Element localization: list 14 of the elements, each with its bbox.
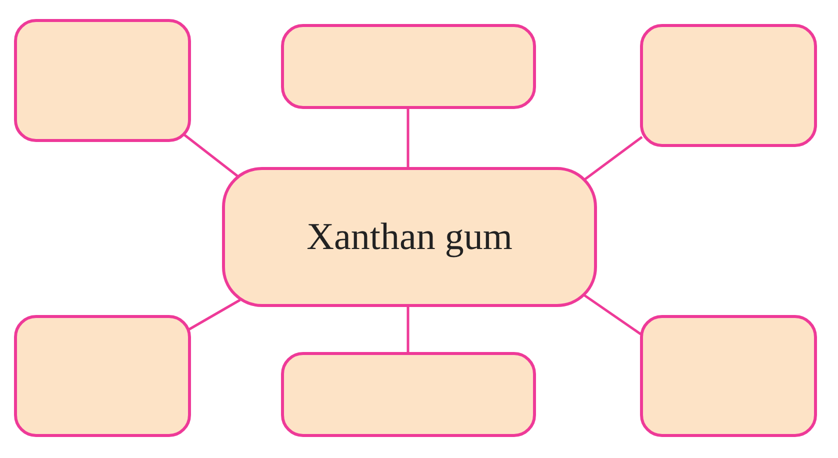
empty-box <box>640 315 817 437</box>
empty-box <box>640 24 817 147</box>
empty-box <box>14 315 191 437</box>
empty-box <box>14 19 191 142</box>
topic-label: Xanthan gum <box>306 215 512 259</box>
connector-line <box>583 294 643 336</box>
connector-line <box>187 298 241 332</box>
topic-box <box>222 167 597 307</box>
empty-box <box>281 352 536 437</box>
empty-box <box>281 24 536 109</box>
connector-line <box>583 136 643 181</box>
connector-line <box>406 307 410 352</box>
connector-line <box>181 132 241 179</box>
connector-line <box>406 109 410 167</box>
